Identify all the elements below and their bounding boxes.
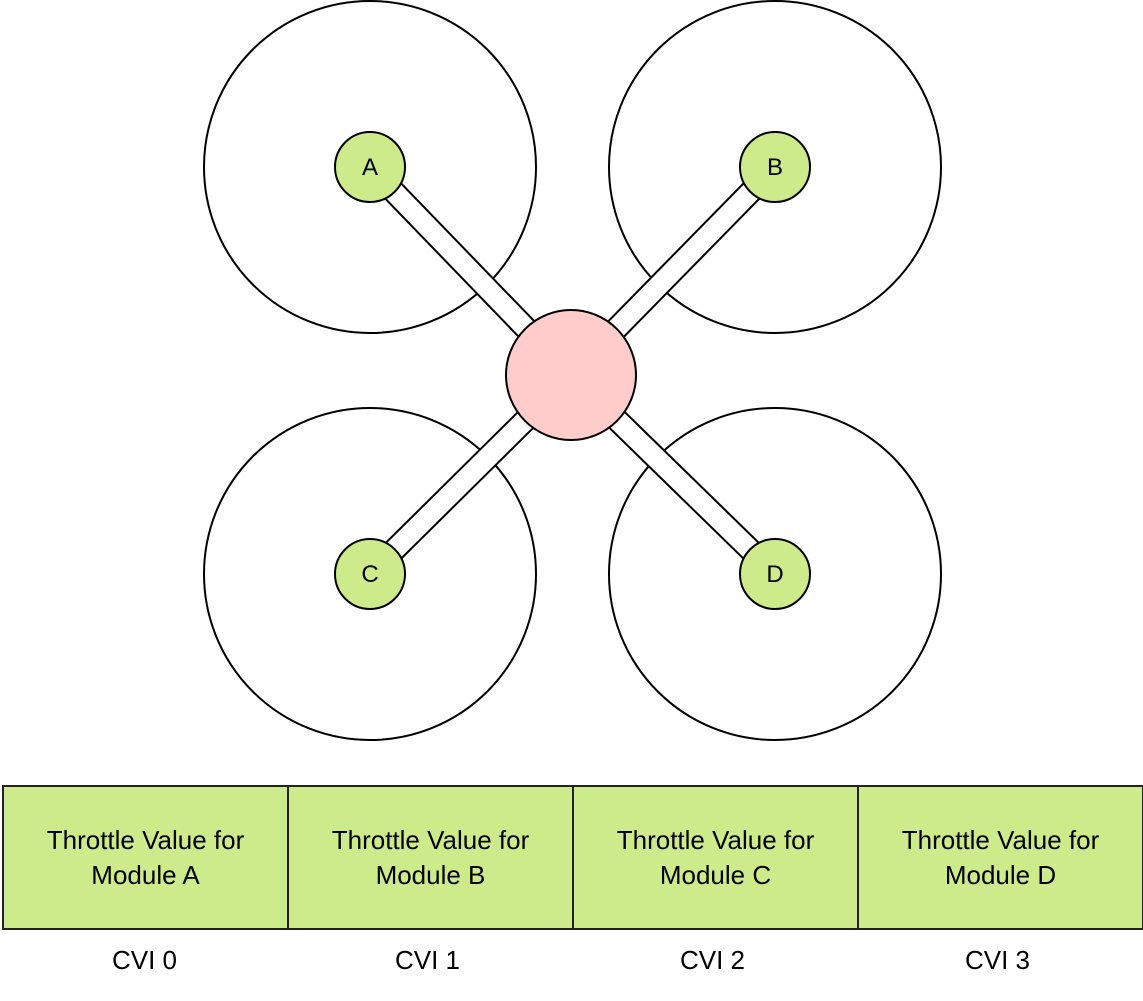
throttle-cell-d-line1: Throttle Value for [901, 824, 1100, 855]
propeller-circle-d [608, 407, 942, 741]
cvi-label-1: CVI 1 [394, 945, 461, 975]
cvi-label-0: CVI 0 [111, 945, 178, 975]
motor-node-c: C [334, 538, 406, 610]
motor-label-b: B [767, 154, 783, 181]
propeller-circle-c [203, 407, 537, 741]
throttle-cell-d-line2: Module D [944, 859, 1057, 890]
throttle-cell-c-line1: Throttle Value for [616, 824, 815, 855]
throttle-cell-a: Throttle Value for Module A [2, 785, 289, 930]
throttle-value-table: Throttle Value for Module A Throttle Val… [2, 785, 1143, 930]
throttle-cell-a-line1: Throttle Value for [46, 824, 245, 855]
throttle-cell-a-line2: Module A [91, 859, 200, 890]
motor-label-a: A [362, 154, 378, 181]
propeller-circle-a [203, 0, 537, 334]
motor-label-c: C [361, 561, 378, 588]
cvi-label-3: CVI 3 [964, 945, 1031, 975]
throttle-cell-d: Throttle Value for Module D [857, 785, 1143, 930]
quadcopter-diagram: A B C D [203, 0, 942, 741]
motor-node-b: B [739, 131, 811, 203]
motor-label-d: D [766, 561, 783, 588]
propeller-circle-b [608, 0, 942, 334]
throttle-cell-c-line2: Module C [659, 859, 772, 890]
motor-node-d: D [739, 538, 811, 610]
throttle-cell-b-line2: Module B [375, 859, 486, 890]
throttle-cell-b-line1: Throttle Value for [331, 824, 530, 855]
throttle-cell-b: Throttle Value for Module B [287, 785, 574, 930]
cvi-label-2: CVI 2 [679, 945, 746, 975]
motor-node-a: A [334, 131, 406, 203]
central-hub [505, 309, 637, 441]
throttle-cell-c: Throttle Value for Module C [572, 785, 859, 930]
